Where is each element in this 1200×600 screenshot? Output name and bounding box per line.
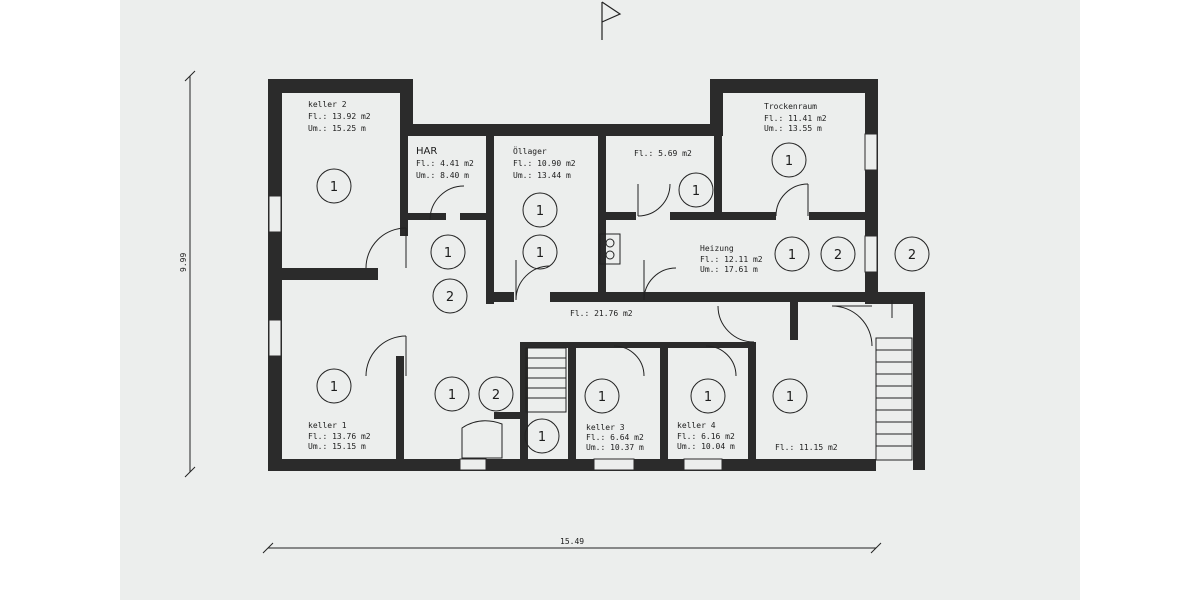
svg-text:1: 1	[536, 204, 544, 219]
svg-text:1: 1	[444, 246, 452, 261]
room-perimeter: Um.: 13.44 m	[513, 171, 571, 180]
marker-circle: 2	[820, 236, 856, 272]
room-name: Heizung	[700, 244, 734, 253]
marker-circle: 1	[316, 368, 352, 404]
svg-text:2: 2	[834, 248, 842, 263]
boiler-icon	[599, 233, 621, 265]
marker-circle: 2	[478, 376, 514, 412]
marker-circle: 1	[772, 378, 808, 414]
marker-circle: 1	[584, 378, 620, 414]
room-area: Fl.: 13.92 m2	[308, 112, 371, 121]
svg-text:2: 2	[492, 388, 500, 403]
doors	[365, 183, 873, 377]
room-name: keller 2	[308, 100, 347, 109]
room-area: Fl.: 11.41 m2	[764, 114, 827, 123]
marker-circle: 1	[522, 192, 558, 228]
svg-text:1: 1	[538, 430, 546, 445]
room-area: Fl.: 13.76 m2	[308, 432, 371, 441]
room-area: Fl.: 12.11 m2	[700, 255, 763, 264]
marker-circle: 1	[774, 236, 810, 272]
floor-plan: 9.99 15.49 keller 2 Fl.: 13.92 m2 Um.: 1…	[179, 1, 930, 554]
svg-text:1: 1	[448, 388, 456, 403]
room-perimeter: Um.: 17.61 m	[700, 265, 758, 274]
room-perimeter: Um.: 15.25 m	[308, 124, 366, 133]
room-area: Fl.: 4.41 m2	[416, 159, 474, 168]
room-perimeter: Um.: 15.15 m	[308, 442, 366, 451]
svg-text:1: 1	[598, 390, 606, 405]
room-perimeter: Um.: 10.37 m	[586, 443, 644, 452]
room-name: Öllager	[513, 146, 547, 156]
room-perimeter: Um.: 13.55 m	[764, 124, 822, 133]
room-perimeter: Um.: 10.04 m	[677, 442, 735, 451]
room-perimeter: Um.: 8.40 m	[416, 171, 469, 180]
svg-text:1: 1	[330, 180, 338, 195]
room-name: keller 4	[677, 421, 716, 430]
marker-circle: 1	[522, 234, 558, 270]
marker-circle: 1	[771, 142, 807, 178]
north-arrow-icon	[601, 1, 622, 40]
paper-sheet: 9.99 15.49 keller 2 Fl.: 13.92 m2 Um.: 1…	[120, 0, 1080, 600]
marker-circle: 2	[894, 236, 930, 272]
room-markers: 1 1 1 1 1 1 2 1 2 1 2 1 1 2 1 1 1	[316, 142, 930, 454]
svg-text:1: 1	[786, 390, 794, 405]
marker-circle: 2	[432, 278, 468, 314]
marker-circle: 1	[430, 234, 466, 270]
room-area: Fl.: 6.16 m2	[677, 432, 735, 441]
room-name: keller 3	[586, 423, 625, 432]
stairs	[461, 300, 913, 461]
marker-circle: 1	[524, 418, 560, 454]
windows	[268, 133, 878, 471]
marker-circle: 1	[690, 378, 726, 414]
svg-text:1: 1	[704, 390, 712, 405]
room-area: Fl.: 11.15 m2	[775, 443, 838, 452]
svg-text:1: 1	[785, 154, 793, 169]
svg-text:1: 1	[536, 246, 544, 261]
marker-circle: 1	[316, 168, 352, 204]
room-labels: keller 2 Fl.: 13.92 m2 Um.: 15.25 m HAR …	[308, 100, 838, 452]
svg-text:1: 1	[692, 184, 700, 199]
svg-text:2: 2	[446, 290, 454, 305]
dimension-width-label: 15.49	[560, 537, 584, 546]
room-name: Trockenraum	[764, 102, 817, 111]
room-name: keller 1	[308, 421, 347, 430]
svg-text:2: 2	[908, 248, 916, 263]
room-area: Fl.: 10.90 m2	[513, 159, 576, 168]
dimension-lines	[184, 70, 882, 554]
svg-text:1: 1	[788, 248, 796, 263]
marker-circle: 1	[678, 172, 714, 208]
room-area: Fl.: 21.76 m2	[570, 309, 633, 318]
svg-text:1: 1	[330, 380, 338, 395]
marker-circle: 1	[434, 376, 470, 412]
dimension-height-label: 9.99	[179, 253, 188, 272]
room-name: HAR	[416, 146, 437, 157]
room-area: Fl.: 6.64 m2	[586, 433, 644, 442]
room-area: Fl.: 5.69 m2	[634, 149, 692, 158]
